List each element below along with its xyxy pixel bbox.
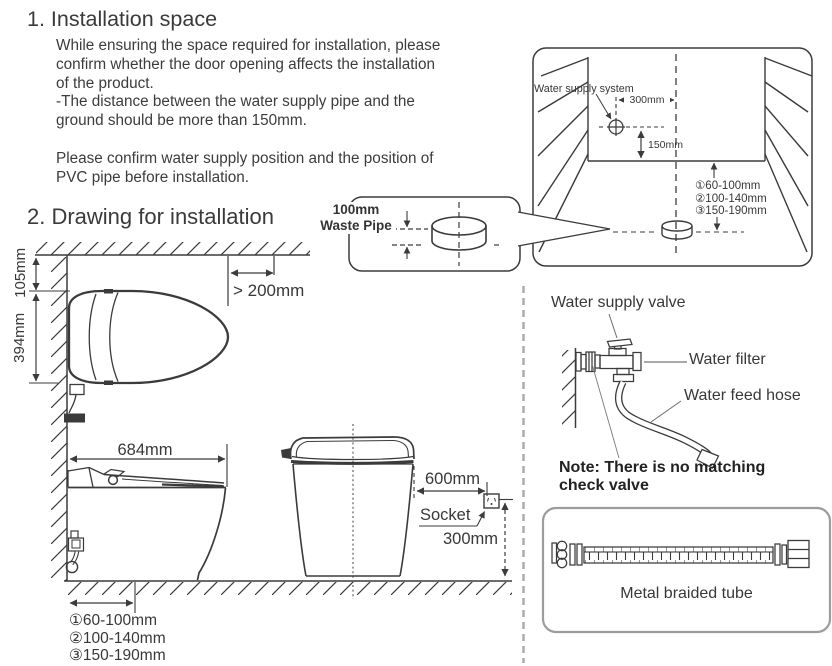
room-distance-option-2: ②100-140mm	[695, 192, 767, 205]
floor-drawing	[64, 580, 512, 595]
water-supply-system-label: Water supply system	[534, 83, 634, 95]
water-hookup-top-view	[64, 383, 85, 423]
section1-paragraph2: Please confirm water supply position and…	[56, 150, 434, 186]
section2-heading: 2. Drawing for installation	[27, 204, 275, 229]
side-view-distance-option-1: ①60-100mm	[69, 612, 157, 629]
socket-icon	[483, 493, 500, 509]
room-dim-150mm: 150mm	[648, 139, 684, 151]
top-view-drawing	[29, 242, 310, 581]
room-distance-option-3: ③150-190mm	[695, 205, 767, 218]
water-filter-label: Water filter	[689, 351, 766, 368]
section1-heading: 1. Installation space	[27, 7, 218, 31]
toilet-side-view	[67, 466, 227, 581]
waste-pipe-callout-drawing	[348, 196, 611, 272]
water-supply-valve-label: Water supply valve	[551, 294, 686, 311]
room-dim-300mm: 300mm	[624, 93, 670, 106]
top-view-dim-105mm: 105mm	[12, 247, 30, 298]
top-view-dim-394mm: 394mm	[11, 312, 29, 363]
toilet-top-view	[67, 289, 230, 385]
front-view-dim-300mm: 300mm	[442, 530, 498, 548]
metal-braided-tube-label: Metal braided tube	[620, 585, 753, 602]
metal-braided-tube-drawing	[541, 506, 832, 634]
section1-paragraph1: While ensuring the space required for in…	[56, 37, 441, 130]
room-distance-option-1: ①60-100mm	[695, 180, 761, 192]
water-supply-valve-icon	[607, 118, 625, 136]
water-feed-hose-label: Water feed hose	[684, 387, 801, 404]
front-view-dim-600mm: 600mm	[425, 470, 481, 488]
socket-label: Socket	[420, 506, 471, 524]
waste-pipe-callout-label: 100mm Waste Pipe	[316, 202, 396, 234]
toilet-front-view	[281, 436, 415, 577]
side-view-dim-684mm: 684mm	[117, 441, 173, 459]
front-view-drawing	[281, 424, 513, 599]
water-feed-hose-drawing	[614, 380, 720, 469]
side-view-distance-option-3: ③150-190mm	[69, 647, 166, 665]
top-view-dim-min-200mm: > 200mm	[233, 281, 305, 300]
water-inlet-side-view	[65, 530, 85, 574]
water-supply-valve-drawing	[575, 338, 642, 383]
valve-assembly-drawing	[562, 313, 720, 469]
room-diagram-drawing	[532, 47, 813, 267]
check-valve-note: Note: There is no matching check valve	[559, 459, 766, 494]
waste-pipe-room-icon	[661, 220, 693, 240]
side-view-distance-option-2: ②100-140mm	[69, 629, 166, 647]
